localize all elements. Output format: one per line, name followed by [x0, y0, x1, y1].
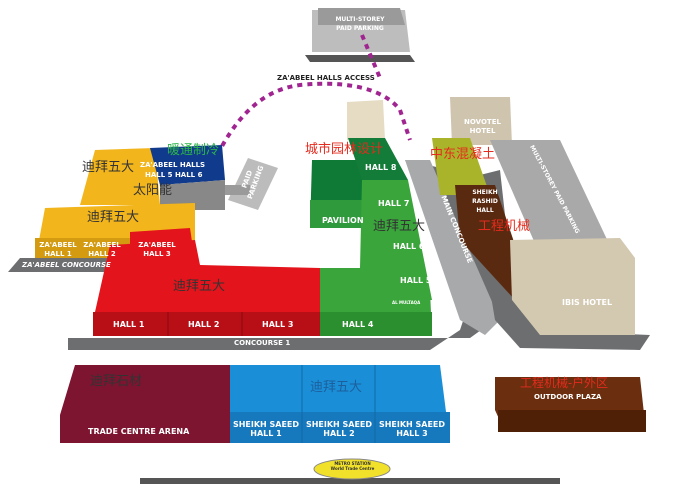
hall8[interactable] — [348, 138, 408, 180]
overlay-machinery: 工程机械 — [478, 219, 531, 234]
label-ibis: IBIS HOTEL — [562, 298, 613, 307]
label-hall5-6: HALL 5 HALL 6 — [145, 171, 203, 179]
overlay-big5-e: 迪拜五大 — [310, 380, 363, 395]
label-al-multaqa: AL MULTAQA — [392, 300, 421, 305]
label-multi-storey-top: MULTI-STOREY PAID PARKING — [335, 16, 385, 32]
label-hall7: HALL 7 — [378, 199, 410, 208]
label-zaabeel-halls: ZA'ABEEL HALLS — [140, 161, 206, 169]
label-saeed2: SHEIKH SAEED HALL 2 — [305, 420, 373, 438]
label-hall6: HALL 6 — [393, 242, 425, 251]
overlay-concrete: 中东混凝土 — [430, 147, 496, 162]
overlay-stone: 迪拜石材 — [90, 374, 143, 389]
paid-parking[interactable] — [228, 158, 278, 210]
main-concourse[interactable] — [405, 160, 500, 335]
label-saeed1: SHEIKH SAEED HALL 1 — [232, 420, 300, 438]
halls-1-3-block[interactable] — [95, 240, 322, 312]
access-path-parking — [360, 34, 382, 79]
label-hall5: HALL 5 — [400, 276, 432, 285]
label-zaabeel-concourse: ZA'ABEEL CONCOURSE — [22, 261, 111, 269]
sheikh-rashid-hall[interactable] — [455, 185, 520, 300]
label-arena: TRADE CENTRE ARENA — [88, 427, 190, 436]
metro-station[interactable] — [313, 458, 391, 480]
label-zaabeel-hall1: ZA'ABEEL HALL 1 — [39, 241, 77, 258]
multi-storey-parking-top[interactable] — [305, 8, 415, 62]
access-path — [203, 81, 412, 183]
hall8-cream — [347, 100, 385, 140]
label-outdoor-plaza: OUTDOOR PLAZA — [534, 393, 602, 401]
label-access: ZA'ABEEL HALLS ACCESS — [277, 74, 375, 82]
label-hall8: HALL 8 — [365, 163, 397, 172]
zaabeel-upper[interactable] — [80, 148, 160, 205]
label-zaabeel-hall3: ZA'ABEEL HALL 3 — [138, 241, 176, 258]
label-concourse1: CONCOURSE 1 — [234, 339, 291, 347]
olive-hall[interactable] — [432, 138, 490, 195]
metro-line — [140, 478, 560, 484]
overlay-big5-d: 迪拜五大 — [373, 219, 426, 234]
novotel-hotel[interactable] — [450, 97, 512, 145]
label-zaabeel-hall2: ZA'ABEEL HALL 2 — [83, 241, 121, 258]
label-saeed3: SHEIKH SAEED HALL 3 — [378, 420, 446, 438]
label-hall3: HALL 3 — [262, 320, 294, 329]
overlay-big5-b: 迪拜五大 — [87, 210, 140, 225]
overlay-solar: 太阳能 — [133, 183, 173, 198]
zaabeel-concourse[interactable] — [8, 258, 135, 272]
overlay-big5-a: 迪拜五大 — [82, 160, 135, 175]
label-hall2: HALL 2 — [188, 320, 220, 329]
overlay-landscape: 城市园林设计 — [305, 142, 384, 157]
label-hall1: HALL 1 — [113, 320, 145, 329]
overlay-hvac: 暖通制冷 — [167, 143, 220, 158]
label-novotel: NOVOTEL HOTEL — [464, 118, 501, 135]
label-metro: METRO STATION World Trade Centre — [330, 461, 375, 471]
ibis-hotel[interactable] — [510, 238, 635, 335]
label-sheikh-rashid: SHEIKH RASHID HALL — [472, 189, 498, 214]
label-pavilion: PAVILION — [322, 216, 364, 225]
overlay-machinery-outdoor: 工程机械-户外区 — [520, 376, 609, 390]
multi-storey-parking-side[interactable] — [490, 140, 612, 255]
label-hall4: HALL 4 — [342, 320, 374, 329]
trade-centre-arena[interactable] — [60, 365, 232, 443]
overlay-big5-c: 迪拜五大 — [173, 279, 226, 294]
